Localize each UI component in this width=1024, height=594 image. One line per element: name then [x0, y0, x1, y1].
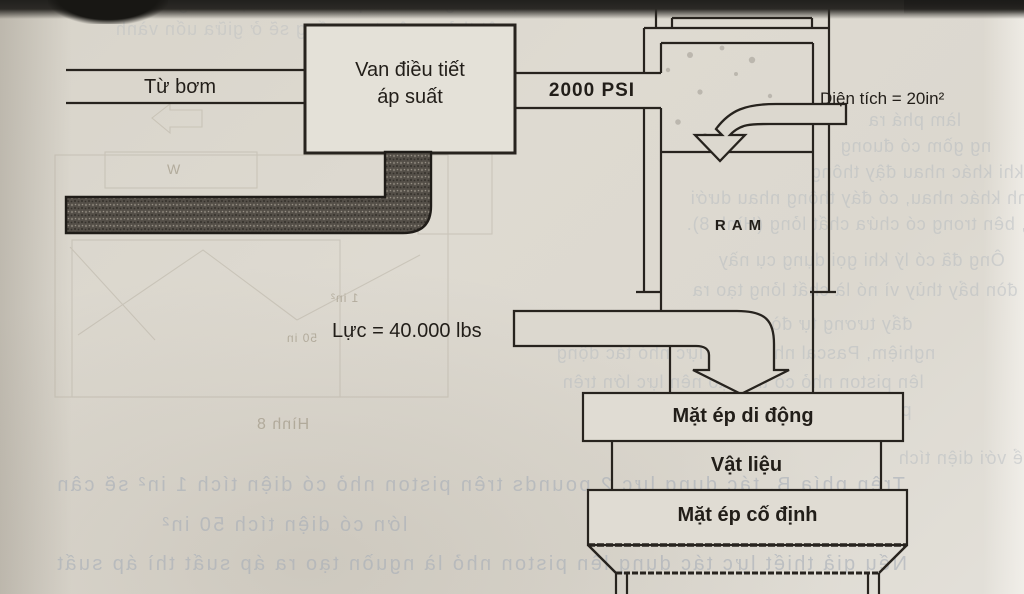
- valve-label-line2: áp suất: [377, 86, 443, 108]
- supply-pipe-left: [66, 68, 305, 105]
- press-base: [587, 543, 908, 594]
- pressure-label: 2000 PSI: [548, 80, 636, 101]
- supply-pipe-right: [515, 71, 661, 110]
- force-label: Lực = 40.000 lbs: [332, 320, 482, 342]
- fixed-platen-label: Mặt ép cố định: [677, 504, 818, 526]
- moving-platen-label: Mặt ép di động: [672, 405, 814, 427]
- from-pump-label: Từ bơm: [143, 76, 217, 98]
- force-arrow: [512, 309, 790, 396]
- fixed-platen-box: [586, 488, 909, 547]
- valve-label-line1: Van điều tiết: [355, 59, 465, 81]
- return-pipe: [64, 150, 433, 235]
- area-label: Diện tích = 20in²: [820, 89, 945, 108]
- valve-label: Van điều tiết áp suất: [305, 57, 515, 111]
- material-label: Vật liệu: [710, 454, 783, 476]
- moving-platen-box: [581, 391, 905, 443]
- material-section: [610, 441, 883, 490]
- inlet-arrow: [692, 102, 848, 163]
- ram-label: RAM: [714, 217, 768, 234]
